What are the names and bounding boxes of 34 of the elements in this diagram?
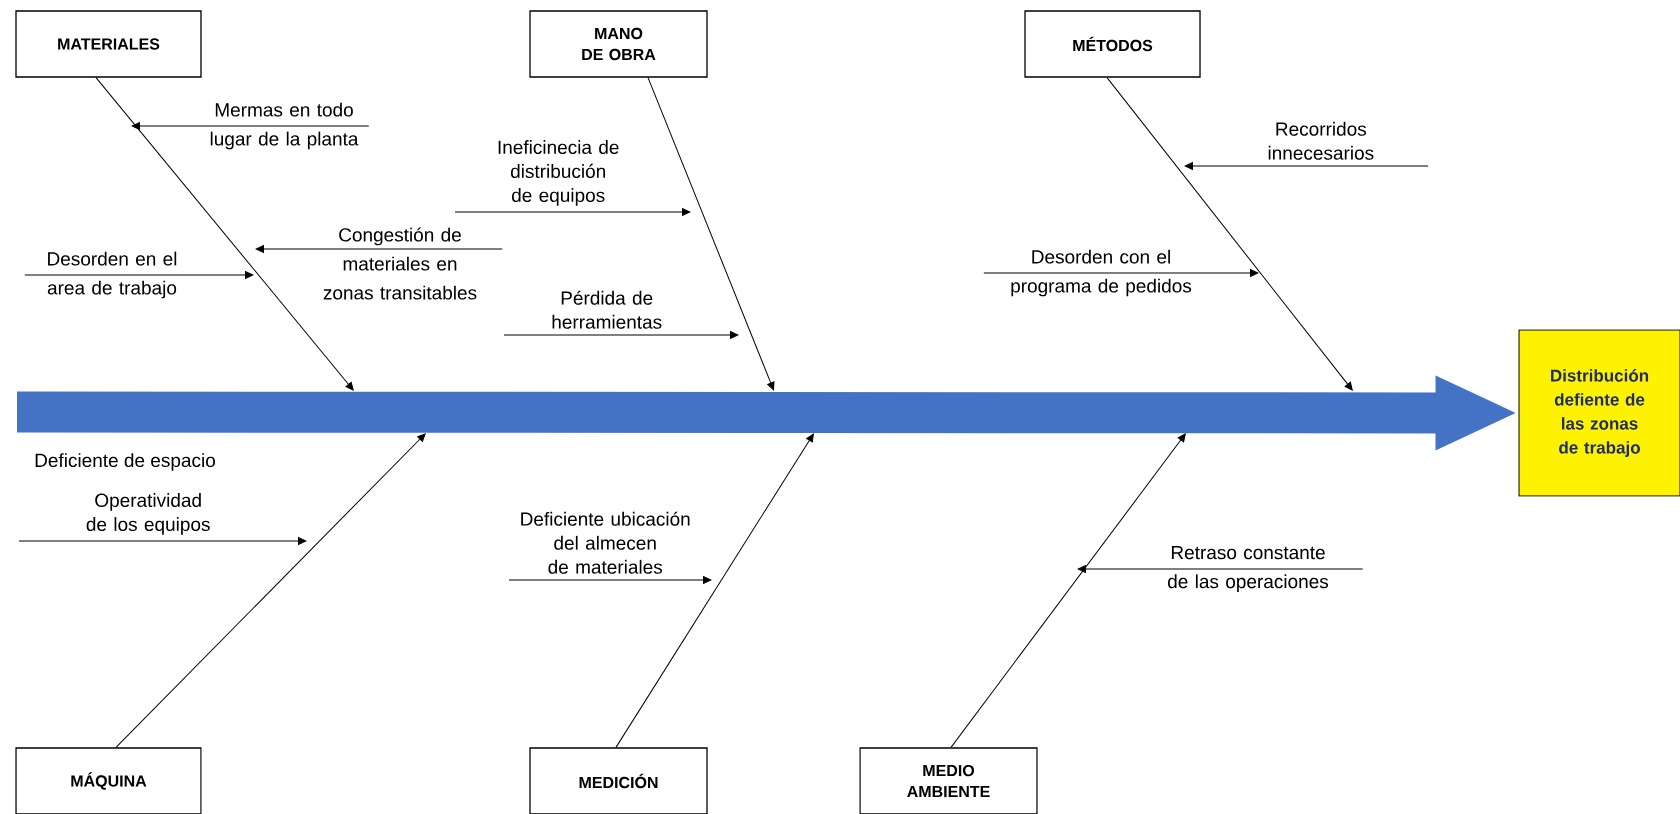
arrow <box>454 208 691 216</box>
category-box: MANO DE OBRA <box>529 10 708 78</box>
arrow <box>95 77 354 391</box>
cause-text: Ineficinecia de distribución de equipos <box>498 140 619 206</box>
arrow <box>503 331 739 339</box>
category-box: MEDIO AMBIENTE <box>859 747 1038 814</box>
arrow <box>24 271 254 279</box>
cause-text: Desorden en el area de trabajo <box>47 251 177 299</box>
arrow <box>983 269 1259 277</box>
arrow <box>1077 565 1364 573</box>
arrow <box>1106 77 1353 391</box>
category-box: MEDICIÓN <box>529 747 708 814</box>
arrow <box>1184 162 1429 170</box>
cause-text: Congestión de materiales en zonas transitables <box>323 227 477 300</box>
arrow <box>115 433 426 748</box>
cause-text: Pérdida de herramientas <box>552 290 662 329</box>
cause-text: Deficiente de espacio <box>35 453 215 471</box>
cause-text: Recorridos innecesarios <box>1268 121 1374 160</box>
effect-box: Distribución defiente de las zonas de trabajo <box>1518 329 1680 497</box>
cause-text: Retraso constante de las operaciones <box>1168 546 1329 592</box>
cause-text: Operatividad de los equipos <box>86 493 210 535</box>
category-box: MÉTODOS <box>1024 10 1201 78</box>
cause-text: Mermas en todo lugar de la planta <box>210 102 359 150</box>
arrow <box>18 537 307 545</box>
cause-text: Desorden con el programa de pedidos <box>1011 249 1192 297</box>
cause-text: Deficiente ubicación del almecen de materiales <box>521 511 690 574</box>
category-box: MÁQUINA <box>15 747 202 814</box>
arrow <box>255 245 503 253</box>
arrow <box>647 77 775 391</box>
arrow <box>508 576 712 584</box>
arrow <box>131 122 370 130</box>
category-box: MATERIALES <box>15 10 202 78</box>
arrow <box>950 433 1186 748</box>
arrow <box>615 433 814 748</box>
